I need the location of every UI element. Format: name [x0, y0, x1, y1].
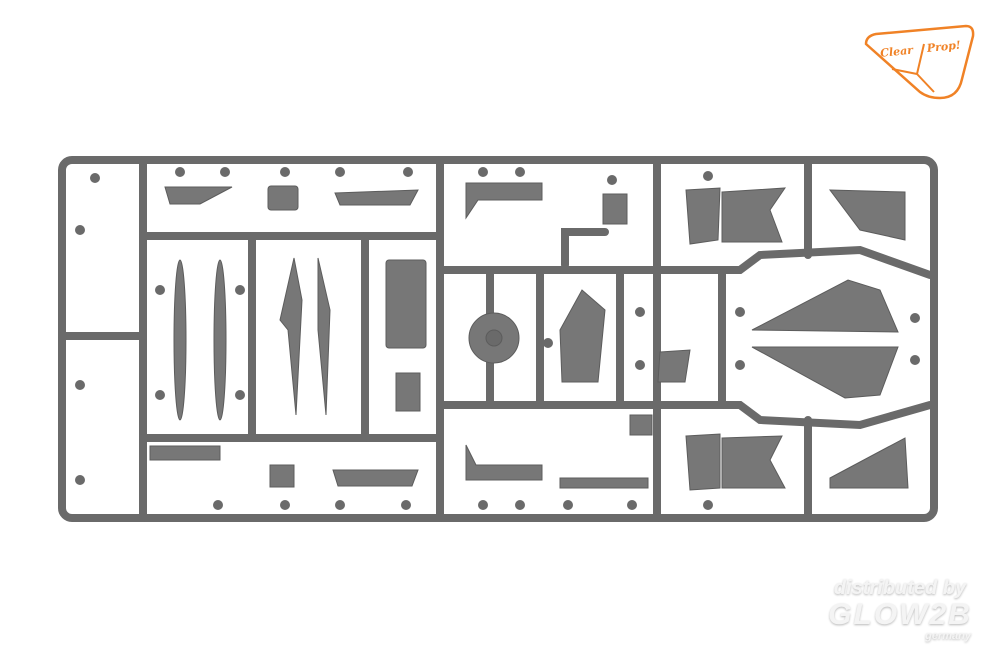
sprue-gates: [75, 167, 920, 510]
clear-prop-logo: [864, 24, 975, 100]
watermark-line1: distributed by: [833, 577, 967, 599]
distributor-watermark: distributed by GLOW2B germany: [815, 577, 985, 642]
watermark-line3: germany: [925, 630, 971, 642]
watermark-line2: GLOW2B: [828, 598, 972, 631]
parts: [149, 182, 909, 491]
